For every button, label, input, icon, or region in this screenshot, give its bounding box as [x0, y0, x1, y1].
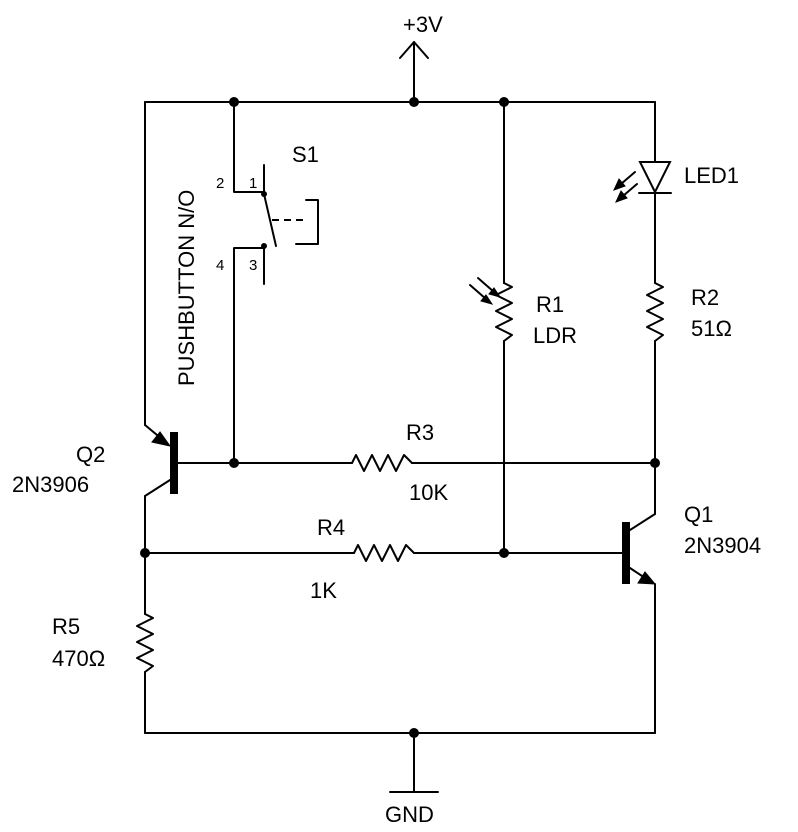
s1-pin-3: 3 [249, 257, 257, 274]
junction-dot [409, 97, 419, 107]
r3-value-label: 10K [409, 480, 448, 505]
s1-ref-label: S1 [292, 142, 319, 167]
q1-transistor: Q1 2N3904 [622, 462, 761, 734]
r1-ref-label: R1 [536, 292, 564, 317]
junction-dot [499, 97, 509, 107]
junction-dots [140, 97, 660, 738]
r5-resistor: R5 470Ω [52, 552, 154, 734]
q2-transistor: Q2 2N3906 [12, 424, 178, 554]
r1-ldr: R1 LDR [469, 101, 577, 554]
s1-pin-4: 4 [216, 257, 224, 274]
s1-pushbutton: 1 2 3 4 S1 PUSHBUTTON N/O [174, 101, 319, 464]
ldr-light-arrows-icon [469, 277, 502, 305]
junction-dot [140, 548, 150, 558]
r5-ref-label: R5 [52, 614, 80, 639]
r4-ref-label: R4 [317, 515, 345, 540]
led1-diode: LED1 [613, 101, 739, 284]
junction-dot [229, 97, 239, 107]
r3-resistor: R3 10K [173, 420, 656, 505]
r4-value-label: 1K [310, 578, 337, 603]
led-light-arrows-icon [613, 171, 638, 203]
power-supply-symbol: +3V [399, 12, 443, 103]
ground-label: GND [385, 802, 434, 827]
junction-dot [650, 458, 660, 468]
r2-ref-label: R2 [691, 285, 719, 310]
r2-resistor: R2 51Ω [646, 282, 732, 464]
r1-value-label: LDR [533, 323, 577, 348]
s1-pin-1: 1 [249, 175, 257, 192]
junction-dot [499, 548, 509, 558]
r5-value-label: 470Ω [52, 646, 105, 671]
junction-dot [409, 728, 419, 738]
ground-symbol: GND [144, 732, 656, 827]
q2-part-label: 2N3906 [12, 472, 89, 497]
s1-type-label: PUSHBUTTON N/O [174, 190, 199, 386]
led1-ref-label: LED1 [684, 163, 739, 188]
s1-pin-2: 2 [216, 175, 224, 192]
power-label: +3V [403, 12, 443, 37]
r4-resistor: R4 1K [144, 515, 623, 603]
r3-ref-label: R3 [406, 420, 434, 445]
q2-ref-label: Q2 [76, 442, 105, 467]
junction-dot [229, 458, 239, 468]
q1-ref-label: Q1 [684, 502, 713, 527]
q1-part-label: 2N3904 [684, 533, 761, 558]
r2-value-label: 51Ω [691, 316, 732, 341]
